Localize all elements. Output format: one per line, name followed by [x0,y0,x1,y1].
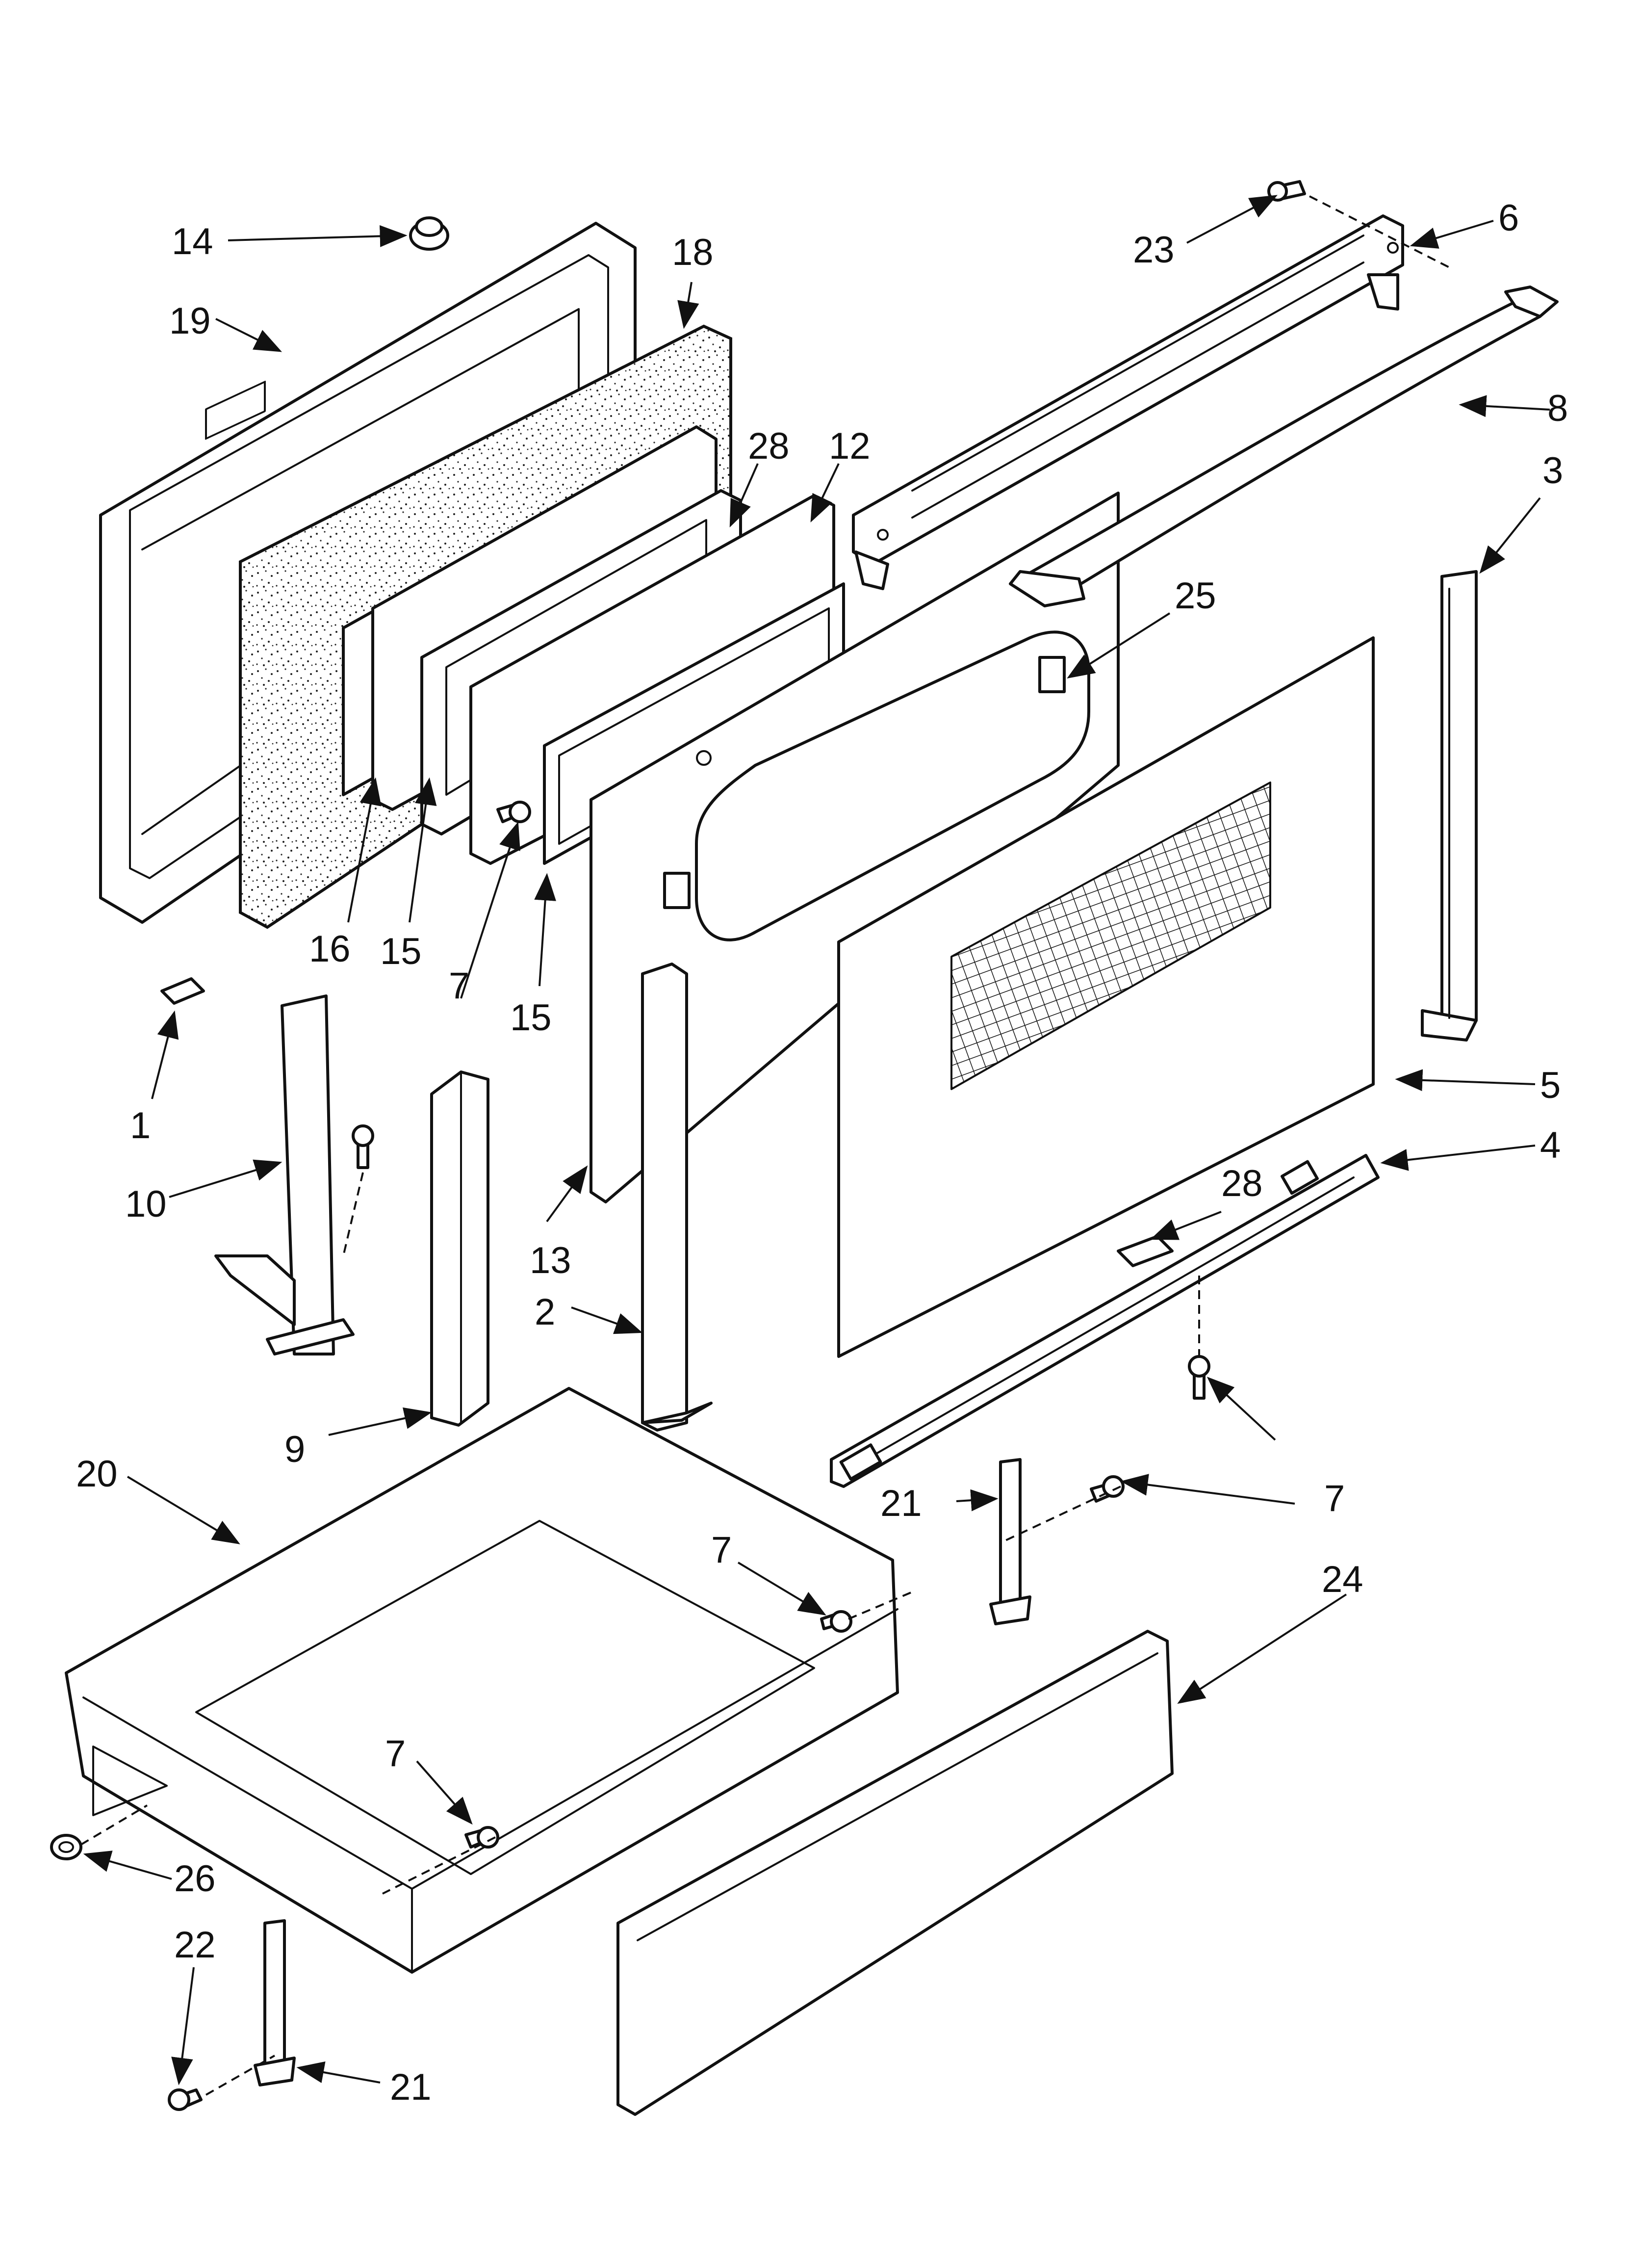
callout-8: 8 [1547,388,1568,429]
screw-7-bracket-part [352,1124,374,1169]
callout-10: 10 [125,1183,167,1225]
callout-28-lower: 28 [1221,1163,1263,1204]
left-side-bracket-part [214,994,355,1356]
cap-26-part [50,1834,82,1860]
assembly-dashed-lines [80,195,1450,2096]
screw-7-rail-part [1188,1355,1210,1400]
small-clip-part [160,977,205,1005]
callout-labels: 14 19 18 28 12 23 6 8 3 25 16 15 7 15 1 … [76,197,1568,2108]
callout-2: 2 [535,1291,555,1333]
callout-12: 12 [829,425,871,467]
vent-trim-part [852,214,1404,590]
callout-20: 20 [76,1453,118,1495]
callout-26: 26 [174,1858,216,1900]
callout-23: 23 [1133,229,1175,271]
center-post-part [641,963,713,1432]
callout-7-drawer-side: 7 [711,1529,732,1571]
screw-23-part [1267,180,1306,202]
callout-1: 1 [130,1105,151,1147]
screw-7-drawer-side-part [820,1610,852,1633]
callout-13: 13 [530,1240,571,1281]
callout-3: 3 [1542,450,1563,492]
spacer-block-part [430,1070,489,1427]
callout-16: 16 [309,928,351,970]
callout-7-bracket-side: 7 [1324,1478,1345,1519]
right-side-trim-part [1421,570,1478,1042]
door-bumper-part [409,216,449,251]
callout-21-upper: 21 [880,1483,922,1524]
screw-parts [50,180,1306,2111]
storage-drawer-part [65,1387,899,1974]
drawer-front-part [616,1630,1174,2116]
clip-lower-part [1117,1235,1174,1267]
callout-4: 4 [1540,1124,1561,1166]
callout-leader-lines [83,195,1550,2086]
door-liner-part [590,492,1120,1203]
callout-7-drawer-front: 7 [385,1733,406,1774]
callout-15-right: 15 [510,997,552,1039]
screw-7-bracket-side-part [1090,1475,1125,1503]
outer-door-glass-part [837,636,1375,1358]
screw-22-part [168,2088,203,2111]
drawer-bracket-upper-part [989,1458,1031,1625]
callout-15-left: 15 [380,931,422,972]
callout-28-upper: 28 [748,425,790,467]
drawer-bracket-lower-part [254,1919,296,2086]
callout-21-lower: 21 [390,2066,432,2108]
screw-7-drawer-front-part [464,1826,499,1849]
callout-6: 6 [1498,197,1519,239]
callout-7-glass: 7 [449,965,469,1007]
callout-25: 25 [1175,575,1216,617]
callout-19: 19 [169,300,211,342]
callout-5: 5 [1540,1065,1561,1106]
callout-9: 9 [284,1429,305,1470]
bottom-trim-rail-part [830,1154,1380,1488]
callout-24: 24 [1322,1559,1363,1600]
callout-22: 22 [174,1924,216,1966]
callout-14: 14 [172,221,213,262]
callout-18: 18 [672,232,714,273]
door-handle-part [1009,286,1559,607]
